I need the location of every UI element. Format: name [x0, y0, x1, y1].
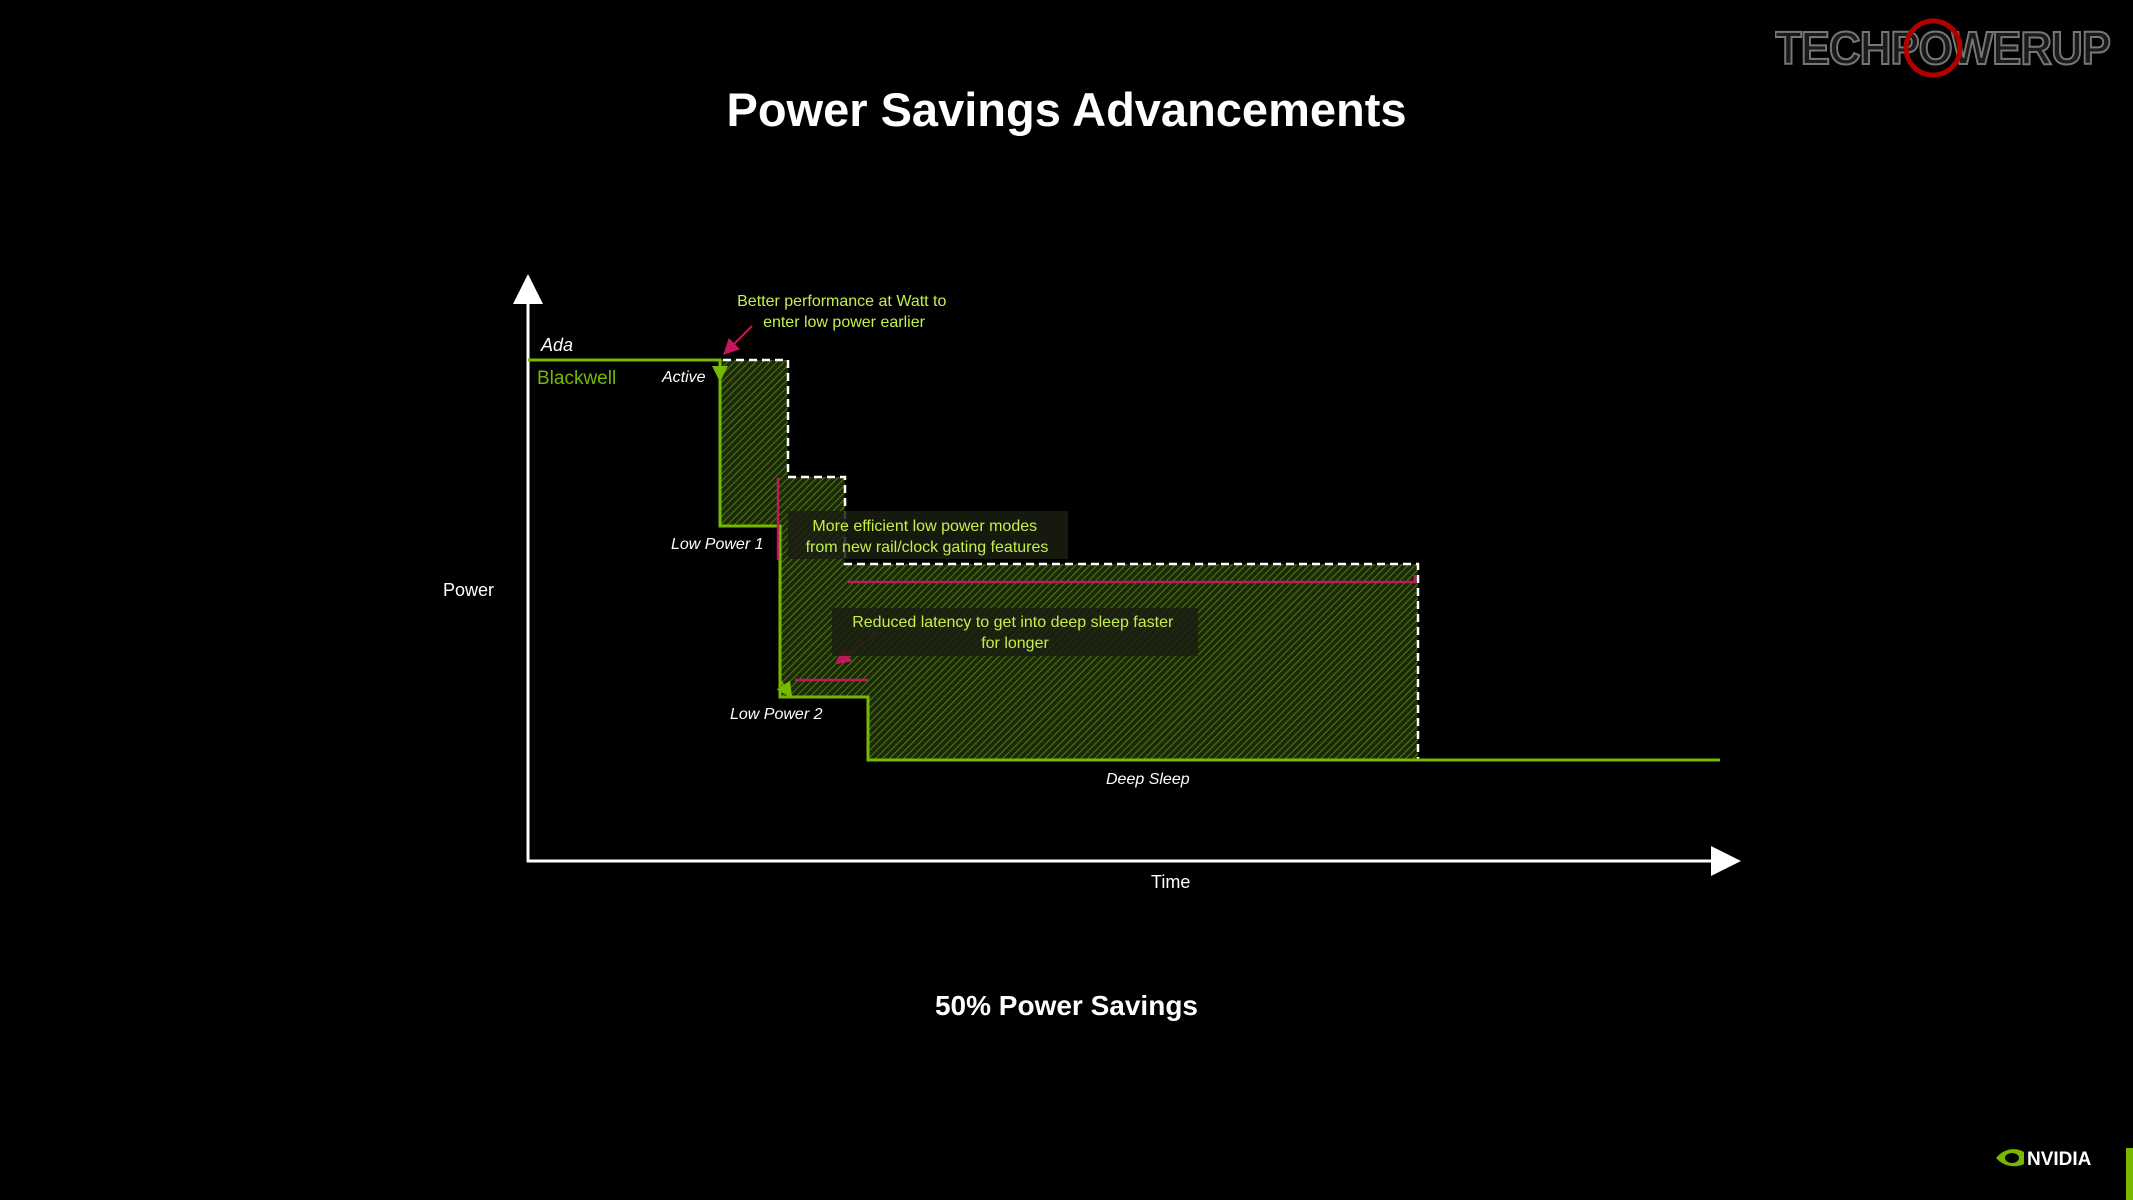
series-label-blackwell: Blackwell [537, 368, 616, 389]
state-label-active: Active [661, 369, 706, 386]
annotation-3: Reduced latency to get into deep sleep f… [852, 614, 1178, 652]
nvidia-logo: NVIDIA [1996, 1149, 2092, 1170]
series-line-blackwell [528, 358, 1720, 762]
pink-marker-deep [848, 575, 1417, 584]
accent-bar [2126, 1148, 2133, 1200]
blackwell-step-arrow-2 [776, 679, 793, 699]
techpowerup-watermark: TECHPOWERUP [1775, 18, 2112, 78]
annotation-2-box [788, 511, 1068, 559]
annotation-3-box [832, 608, 1198, 656]
annotation-arrow-1 [723, 325, 753, 355]
power-icon [1903, 18, 1963, 78]
state-label-deep-sleep: Deep Sleep [1106, 771, 1190, 788]
watermark-text: TECHPOWERUP [1775, 22, 2110, 74]
y-axis-label: Power [443, 580, 494, 600]
slide-subtitle: 50% Power Savings [934, 990, 1198, 1021]
state-label-low-power-2: Low Power 2 [730, 706, 823, 723]
slide-title: Power Savings Advancements [726, 83, 1407, 136]
annotation-1: Better performance at Watt to enter low … [737, 293, 951, 331]
series-line-ada [528, 358, 1720, 762]
state-label-low-power-1: Low Power 1 [671, 536, 764, 553]
series-label-ada: Ada [540, 335, 573, 355]
annotation-2: More efficient low power modes from new … [806, 518, 1049, 556]
x-axis-label: Time [1151, 872, 1190, 892]
savings-region [720, 360, 1418, 760]
svg-text:NVIDIA: NVIDIA [2027, 1149, 2092, 1170]
